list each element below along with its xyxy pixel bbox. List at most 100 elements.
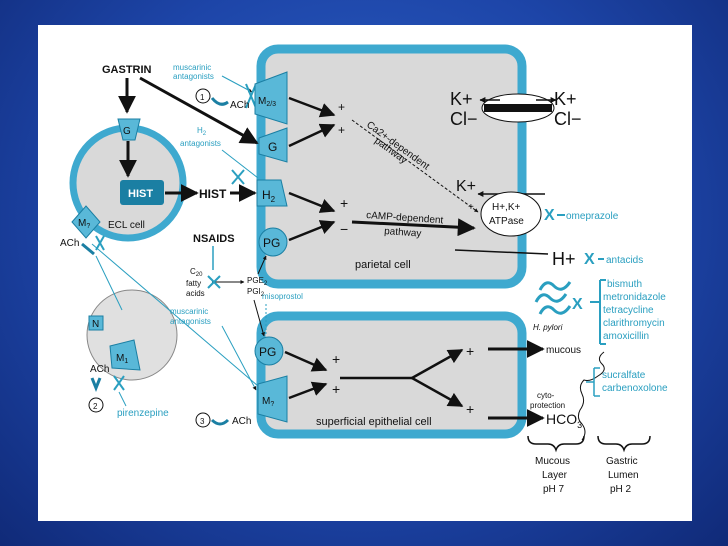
m-lower-label: M? (262, 396, 274, 408)
musc-ant-2b: antagonists (170, 317, 211, 326)
plus-lower-4: + (466, 401, 474, 417)
ach-m1-bond (90, 377, 102, 393)
h2-ant-label: H2 (197, 126, 207, 137)
m23-receptor (254, 71, 288, 125)
plus-lower-1: + (332, 351, 340, 367)
h-pylori-label: H. pylori (533, 323, 563, 332)
num2-circle (88, 397, 104, 413)
gastric-lumen-label-1: Gastric (606, 456, 638, 467)
musc-ant-2a: muscarinic (170, 307, 208, 316)
m23-to-plus-arrow (288, 96, 336, 118)
c20-label: C20 (190, 267, 203, 278)
gastrin-to-g-arrow (139, 76, 259, 145)
ach-1-label: ACh (230, 100, 249, 111)
cyto-label-1: cyto- (537, 391, 555, 400)
plus-lower-3: + (466, 343, 474, 359)
k-plus-in: K+ (450, 89, 473, 109)
mucous-layer-label-1: Mucous (535, 456, 570, 467)
hist-box (120, 180, 164, 205)
ach-m1-x-b (113, 375, 125, 391)
m-lower-to-plus (288, 381, 328, 400)
ecl-g-label: G (123, 126, 131, 137)
n-box (88, 315, 104, 331)
hco3-label: HCO3 (546, 411, 582, 430)
pge-to-pg-lower (253, 299, 265, 337)
plus-lower-2: + (332, 381, 340, 397)
tetracycline-label: tetracycline (603, 305, 654, 316)
num3-circle (195, 412, 211, 428)
ach-3-label: ACh (232, 416, 251, 427)
kcl-channel-bar (484, 104, 552, 112)
cl-minus-out: Cl− (554, 109, 582, 129)
musc-ant-1a: muscarinic (173, 63, 211, 72)
ach-1-x-b (245, 83, 257, 109)
m1-receptor (109, 339, 141, 371)
h2-ant-label-b: antagonists (180, 139, 221, 148)
parietal-cell-label: parietal cell (355, 259, 411, 271)
ach-1-bond (210, 97, 229, 106)
lower-branch-up (411, 348, 464, 380)
ach-ecl-x-b (95, 235, 105, 251)
k-plus-mid: K+ (456, 178, 476, 195)
ecl-cell-label: ECL cell (108, 220, 145, 231)
pirenzepine-line (118, 391, 127, 407)
lower-branch-down (411, 376, 464, 408)
atpase-label-2: ATPase (489, 216, 524, 227)
mucous-label: mucous (546, 345, 581, 356)
atpase-label-1: H+,K+ (492, 202, 521, 213)
num3-label: 3 (200, 417, 205, 426)
camp-pathway-arrow (351, 218, 476, 237)
h2-x-b (231, 169, 245, 185)
pgi2-label: PGI2 (247, 287, 265, 298)
sucralfate-bracket (586, 367, 600, 397)
c20-label-b: fatty (186, 279, 201, 288)
c20-label-c: acids (186, 289, 205, 298)
h2-receptor (256, 179, 288, 207)
sucralfate-label: sucralfate (602, 370, 646, 381)
pg-lower-to-plus (284, 350, 328, 372)
m1-label: M1 (116, 353, 128, 365)
antacids-label: antacids (606, 255, 643, 266)
ach-ecl-bond (81, 242, 95, 256)
g-to-plus-arrow (288, 123, 336, 148)
amoxicillin-label: amoxicillin (603, 331, 649, 342)
h2-receptor-label: H2 (262, 188, 276, 204)
nsaids-x-b (207, 275, 221, 289)
antacids-x: X (584, 251, 595, 268)
cl-minus-in: Cl− (450, 109, 478, 129)
mucous-layer-label-3: pH 7 (543, 484, 565, 495)
k-plus-out: K+ (554, 89, 577, 109)
pg-upper-receptor (258, 227, 288, 257)
misoprostol-label: misoprostol (262, 292, 303, 301)
atpase (480, 191, 542, 237)
cyto-label-2: protection (530, 401, 565, 410)
m23-label: M2/3 (258, 96, 276, 108)
m1-cell (86, 289, 178, 381)
ach-3-bond (210, 418, 230, 426)
pg-to-camp-arrow (288, 220, 336, 242)
nsaids-label: NSAIDS (193, 233, 235, 245)
ecl-m-label: M? (78, 218, 90, 230)
ca-pathway-line (351, 119, 479, 213)
bismuth-label: bismuth (607, 279, 642, 290)
hpylori-x: X (572, 296, 583, 313)
musc-ant-1b: antagonists (173, 72, 214, 81)
plus-k: + (468, 202, 474, 213)
h-plus-label: H+ (552, 249, 576, 269)
musc-ant-1-line (221, 75, 253, 93)
mucous-boundary (577, 351, 605, 441)
num1-circle (195, 88, 211, 104)
pirenzepine-label: pirenzepine (117, 408, 169, 419)
omeprazole-label: omeprazole (566, 211, 619, 222)
gastric-lumen-brace (597, 435, 651, 453)
pg-lower-label: PG (259, 345, 276, 359)
gastric-lumen-label-2: Lumen (608, 470, 639, 481)
plus-camp: + (340, 195, 348, 211)
g-receptor (258, 127, 288, 163)
pge2-label: PGE2 (247, 276, 268, 287)
num1-label: 1 (200, 93, 205, 102)
pg-upper-label: PG (263, 236, 280, 250)
metronidazole-label: metronidazole (603, 292, 666, 303)
camp-pathway-label-2: pathway (384, 226, 422, 240)
